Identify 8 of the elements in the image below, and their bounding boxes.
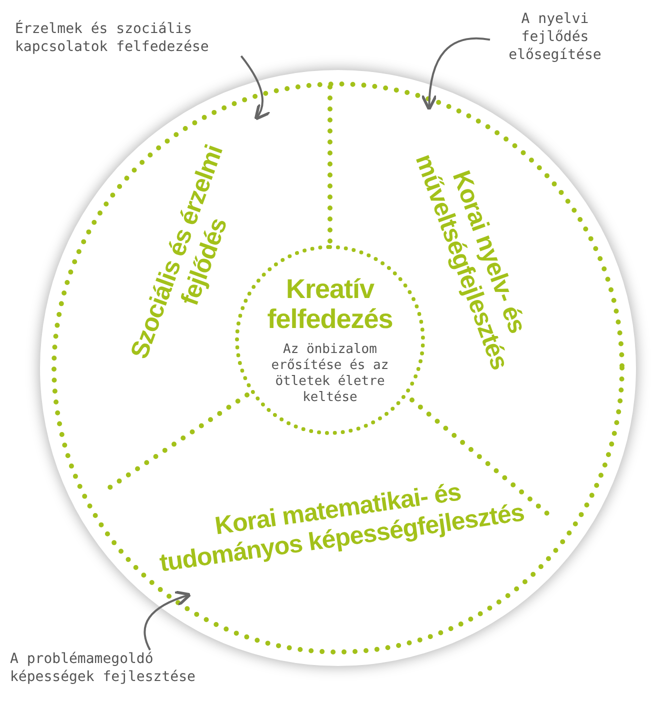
callout-text: A nyelvi fejlődés elősegítése (490, 10, 620, 64)
curved-arrow (421, 38, 490, 111)
center-title: Kreatív felfedezés (266, 274, 394, 334)
callout-text: A problémamegoldó képességek fejlesztése (10, 650, 210, 686)
curved-arrow (144, 590, 192, 650)
callout-text: Érzelmek és szociális kapcsolatok felfedezése (15, 20, 275, 56)
center-description: Az önbizalom erősítése és az ötletek életre keltése (270, 342, 390, 406)
curved-arrow (240, 55, 271, 121)
